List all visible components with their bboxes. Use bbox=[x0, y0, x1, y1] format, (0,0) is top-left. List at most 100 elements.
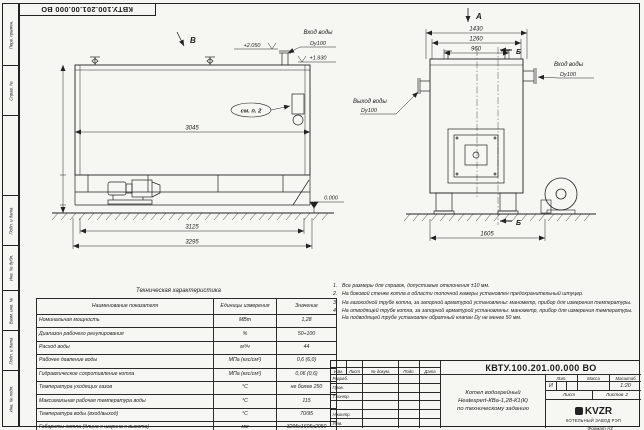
titleblock-cell bbox=[363, 419, 399, 428]
row-prov: Пров. bbox=[331, 383, 363, 393]
cell-unit: МПа (кгс/см²) bbox=[213, 354, 277, 369]
dim-3295: 3295 bbox=[185, 240, 199, 246]
titleblock-cell bbox=[420, 361, 441, 368]
water-inlet-pipe bbox=[279, 50, 291, 65]
cell-name: Гидравлическое сопротивление котла bbox=[36, 367, 214, 382]
section-label-top: Б bbox=[516, 49, 521, 56]
titleblock-cell bbox=[399, 419, 420, 428]
stamp-cell: Подп. и дата bbox=[3, 196, 18, 246]
cell-value: 0,6 (6,0) bbox=[276, 354, 337, 369]
sheets-cell: Листов 2 bbox=[593, 391, 641, 400]
titleblock-cell bbox=[347, 361, 363, 368]
left-stamp-column: Перв. примен. Справ. № Подп. и дата Инв.… bbox=[2, 3, 19, 427]
note-item: 3.На газоходной трубе котла, за запорной… bbox=[333, 300, 636, 307]
lit-cell bbox=[556, 382, 568, 391]
boiler-body-front bbox=[429, 58, 524, 194]
titleblock-cell bbox=[363, 375, 399, 384]
titleblock-cell bbox=[399, 375, 420, 384]
col-header: Наименование показателя bbox=[36, 298, 214, 315]
inlet-dn: Dy100 bbox=[310, 41, 327, 47]
cell-unit: °С bbox=[213, 380, 277, 396]
titleblock-cell bbox=[331, 361, 347, 368]
tech-table-title: Техническая характеристика bbox=[136, 288, 221, 294]
cell-value: 50÷100 bbox=[276, 327, 337, 342]
stamp-cell: Подп. и дата bbox=[3, 331, 18, 371]
table-row: Диапазон рабочего регулирования%50÷100 bbox=[36, 327, 337, 342]
cell-name: Рабочее давление воды bbox=[36, 354, 214, 369]
inlet-dn: Dy100 bbox=[560, 72, 577, 78]
logo-text: KVZR bbox=[584, 405, 613, 417]
stamp-cell: Инв. № дубл. bbox=[3, 246, 18, 291]
water-inlet-flange bbox=[523, 68, 537, 84]
lit-cell bbox=[567, 382, 578, 391]
stamp-cell: Взам. инв. № bbox=[3, 291, 18, 331]
titleblock-cell bbox=[399, 410, 420, 419]
product-line: по техническому заданию bbox=[457, 406, 529, 413]
product-line: Котел водогрейный bbox=[465, 390, 521, 397]
stamp-label: Инв. № подл. bbox=[8, 385, 13, 412]
cell-value: 1,28 bbox=[276, 313, 337, 329]
stamp-label: Подп. и дата bbox=[8, 337, 13, 364]
titleblock-cell bbox=[363, 401, 399, 411]
col-header: Значение bbox=[276, 298, 337, 315]
pipe-leaders bbox=[360, 74, 594, 115]
note-text: Все размеры для справок, допустимые откл… bbox=[342, 283, 490, 289]
dim-3125: 3125 bbox=[185, 225, 199, 231]
valve-icon bbox=[205, 56, 215, 65]
sheet-label: Лист bbox=[546, 391, 593, 400]
titleblock-cell bbox=[420, 401, 441, 411]
titleblock-cell bbox=[420, 392, 441, 402]
doc-number: КВТУ.100.201.00.000 ВО bbox=[441, 361, 641, 375]
table-row: Габариты котла (длина х ширина х высота)… bbox=[36, 421, 337, 430]
stamp-label: Справ. № bbox=[8, 80, 13, 101]
titleblock-cell bbox=[363, 392, 399, 402]
titleblock-cell bbox=[420, 410, 441, 419]
cell-name: Расход воды bbox=[36, 340, 214, 356]
elev-top: +2.050 bbox=[244, 43, 262, 49]
mass-value bbox=[578, 382, 610, 391]
product-line: Heatexpert-КВа-1,28-К1(К) bbox=[458, 398, 528, 405]
dim-1430: 1430 bbox=[469, 27, 483, 33]
cell-value: 70/95 bbox=[276, 407, 337, 423]
side-view-drawing: В Вход воды Dy100 +2.050 +1.930 см. п. 2… bbox=[51, 30, 344, 249]
company-cell: KVZR КОТЕЛЬНЫЙ ЗАВОД РЭП bbox=[546, 400, 641, 428]
cell-unit: % bbox=[213, 327, 277, 342]
titleblock-cell bbox=[363, 410, 399, 419]
row-utv: Утв. bbox=[331, 419, 363, 428]
cell-name: Температура уходящих газов bbox=[36, 380, 214, 396]
section-label-bottom: Б bbox=[516, 220, 521, 227]
note-text: На боковой стенке котла в области топочн… bbox=[342, 291, 584, 298]
cell-name: Габариты котла (длина х ширина х высота) bbox=[36, 421, 214, 430]
note-item: 1.Все размеры для справок, допустимые от… bbox=[333, 283, 636, 290]
notes-block: 1.Все размеры для справок, допустимые от… bbox=[333, 283, 636, 323]
cell-value: 0,06 (0,6) bbox=[276, 367, 337, 382]
tech-table-header-row: Наименование показателя Единицы измерени… bbox=[36, 298, 337, 315]
burner-motor bbox=[107, 179, 161, 205]
cell-unit: мм bbox=[213, 421, 277, 430]
note-text: На газоходной трубе котла, за запорной а… bbox=[342, 299, 632, 306]
cell-value: 44 bbox=[276, 340, 337, 356]
note-text: На отводящей трубе котла, за запорной ар… bbox=[342, 307, 633, 321]
stamp-label: Взам. инв. № bbox=[8, 297, 13, 324]
zero-level-mark bbox=[309, 201, 344, 213]
dim-960: 960 bbox=[471, 47, 482, 53]
cell-value: 115 bbox=[276, 394, 337, 409]
cell-unit: °С bbox=[213, 407, 277, 423]
sight-device bbox=[291, 93, 305, 126]
view-arrow-B bbox=[176, 31, 185, 47]
col-list: Лист bbox=[347, 368, 363, 375]
stamp-cell: Инв. № подл. bbox=[3, 371, 18, 426]
scale-value: 1:20 bbox=[610, 382, 641, 391]
water-outlet-flange bbox=[417, 78, 430, 94]
product-name: Котел водогрейный Heatexpert-КВа-1,28-К1… bbox=[441, 375, 546, 428]
stamp-cell: Справ. № bbox=[3, 66, 18, 116]
cell-unit: МВт bbox=[213, 313, 277, 329]
view-label-B: В bbox=[190, 36, 196, 45]
